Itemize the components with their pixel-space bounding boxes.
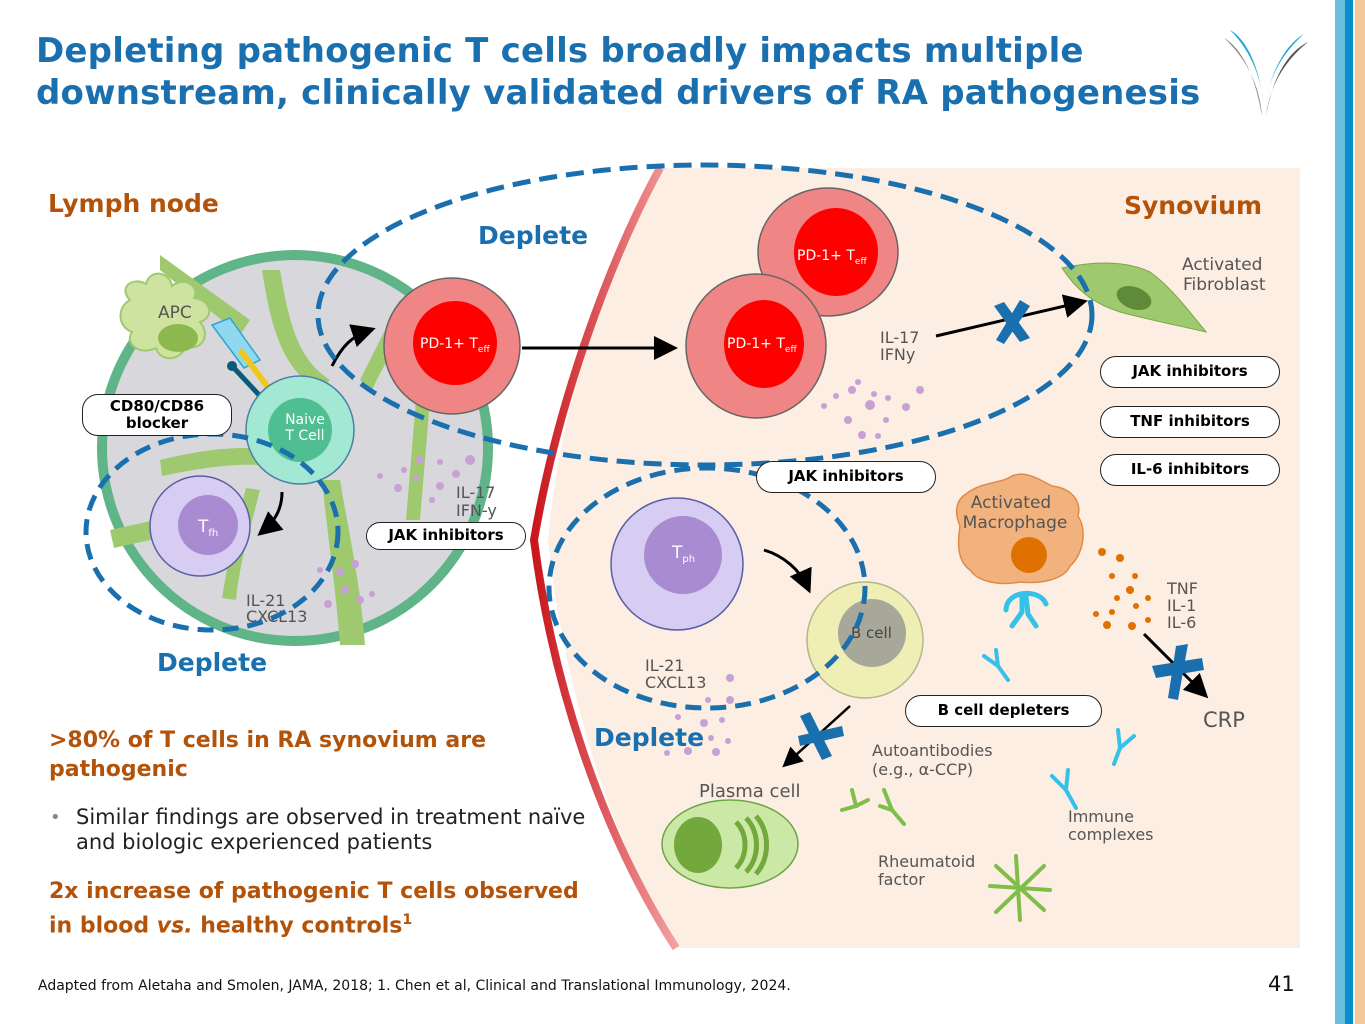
fibroblast-label-2: Fibroblast — [1183, 275, 1266, 295]
pill-il6-inhibitors: IL-6 inhibitors — [1100, 454, 1280, 486]
b-cell-label: B cell — [851, 624, 892, 642]
macrophage-cell — [955, 473, 1084, 585]
arrow-naive-to-teff — [330, 324, 376, 367]
ln-cytokine-il21: IL-21 — [246, 591, 285, 610]
deplete-boundary-tph — [546, 465, 868, 711]
ln-cytokine-ifny: IFN-y — [456, 501, 497, 520]
plasma-cell — [661, 799, 799, 889]
deplete-label-tph: Deplete — [594, 723, 704, 752]
stat-2x-increase: 2x increase of pathogenic T cells observ… — [49, 879, 579, 939]
pill-tnf-inhibitors: TNF inhibitors — [1100, 406, 1280, 438]
syn-cytokine-il21: IL-21 — [645, 656, 684, 675]
syn-cytokine-dots — [821, 379, 924, 439]
arrow-tph-to-bcell — [763, 548, 812, 594]
block-x-icon-bcell — [798, 712, 844, 760]
autoantibody-icon — [840, 788, 906, 826]
apc-label: APC — [158, 303, 192, 323]
tph-cell: Tph — [610, 497, 744, 631]
svg-text:PD-1+ Teff: PD-1+ Teff — [797, 248, 867, 267]
footnote-citation: Adapted from Aletaha and Smolen, JAMA, 2… — [38, 978, 791, 994]
macro-cytokine-il1: IL-1 — [1167, 596, 1196, 615]
ln-cytokine-il17: IL-17 — [456, 483, 495, 502]
cd28-receptor-icon — [232, 366, 262, 398]
svg-text:Tph: Tph — [671, 543, 695, 565]
immune-complexes-label-1: Immune — [1068, 807, 1134, 826]
tfh-label: T — [197, 517, 209, 537]
tfh-sub: fh — [208, 528, 218, 539]
rf-label-1: Rheumatoid — [878, 852, 975, 871]
macrophage-label-1: Activated — [971, 493, 1051, 513]
autoantibodies-label-2: (e.g., α-CCP) — [872, 760, 973, 779]
lymph-node-label: Lymph node — [48, 189, 219, 218]
mhc-receptor-icon — [210, 317, 262, 369]
synovium-label: Synovium — [1124, 191, 1262, 220]
deplete-label-teff: Deplete — [478, 221, 588, 250]
tph-label: T — [671, 543, 683, 563]
naive-t-label-1: Naive — [285, 412, 325, 428]
autoantibodies-label-1: Autoantibodies — [872, 741, 993, 760]
naive-t-cell: Naive T Cell — [245, 375, 355, 485]
bullet-similar-findings: • Similar findings are observed in treat… — [50, 805, 590, 855]
svg-text:PD-1+ Teff: PD-1+ Teff — [420, 336, 490, 355]
svg-text:PD-1+ Teff: PD-1+ Teff — [727, 336, 797, 355]
stat-pathogenic-tcells: >80% of T cells in RA synovium are patho… — [49, 728, 487, 782]
arrow-naive-to-tfh — [257, 491, 284, 536]
rf-label-2: factor — [878, 870, 925, 889]
syn-cytokine-il17: IL-17 — [880, 328, 919, 347]
block-x-icon-crp — [1152, 644, 1204, 700]
svg-text:Tfh: Tfh — [197, 517, 218, 539]
pill-b-cell-depleters: B cell depleters — [905, 695, 1102, 727]
macro-cytokine-il6: IL-6 — [1167, 613, 1196, 632]
b-cell: B cell — [806, 581, 924, 699]
macrophage-label-2: Macrophage — [963, 513, 1068, 533]
pill-jak-inhibitors-mid: JAK inhibitors — [756, 461, 936, 493]
macrophage-cytokine-dots — [1093, 548, 1151, 630]
immune-complex-icon — [982, 648, 1136, 810]
syn-bcell-cytokine-dots — [664, 674, 734, 756]
page-number: 41 — [1268, 972, 1295, 996]
crp-label: CRP — [1203, 708, 1245, 732]
apc-cell: APC — [119, 272, 210, 360]
deplete-boundary-teff — [315, 162, 1095, 468]
tcr-receptor-icon — [237, 348, 273, 392]
tfh-cell: Tfh — [149, 475, 251, 577]
syn-cytokine-cxcl13: CXCL13 — [645, 673, 706, 692]
bullet-text: Similar findings are observed in treatme… — [76, 805, 586, 854]
plasma-cell-label: Plasma cell — [699, 781, 801, 802]
pill-jak-inhibitors-right: JAK inhibitors — [1100, 356, 1280, 388]
tph-sub: ph — [682, 554, 695, 565]
fibroblast-cell — [1061, 262, 1208, 333]
synovial-membrane — [529, 166, 680, 951]
immune-complexes-label-2: complexes — [1068, 825, 1154, 844]
slide-title: Depleting pathogenic T cells broadly imp… — [36, 31, 1201, 113]
fc-receptor-icon — [1003, 590, 1049, 629]
ln-cytokine-dots — [317, 455, 475, 608]
naive-t-label-2: T Cell — [284, 428, 324, 444]
deplete-label-tfh: Deplete — [157, 648, 267, 677]
macro-cytokine-tnf: TNF — [1166, 579, 1198, 598]
fibroblast-label-1: Activated — [1182, 255, 1262, 275]
rheumatoid-factor-icon — [988, 854, 1052, 922]
block-x-icon-fibroblast — [994, 300, 1030, 344]
syn-cytokine-ifny: IFNy — [880, 345, 915, 364]
teff-cell-ln: PD-1+ Teff — [383, 277, 521, 415]
decorative-stripes — [1327, 0, 1365, 1024]
pill-jak-inhibitors-ln: JAK inhibitors — [366, 522, 526, 550]
bullet-dot-icon: • — [50, 807, 61, 828]
teff-cell-syn-front: PD-1+ Teff — [685, 273, 827, 419]
